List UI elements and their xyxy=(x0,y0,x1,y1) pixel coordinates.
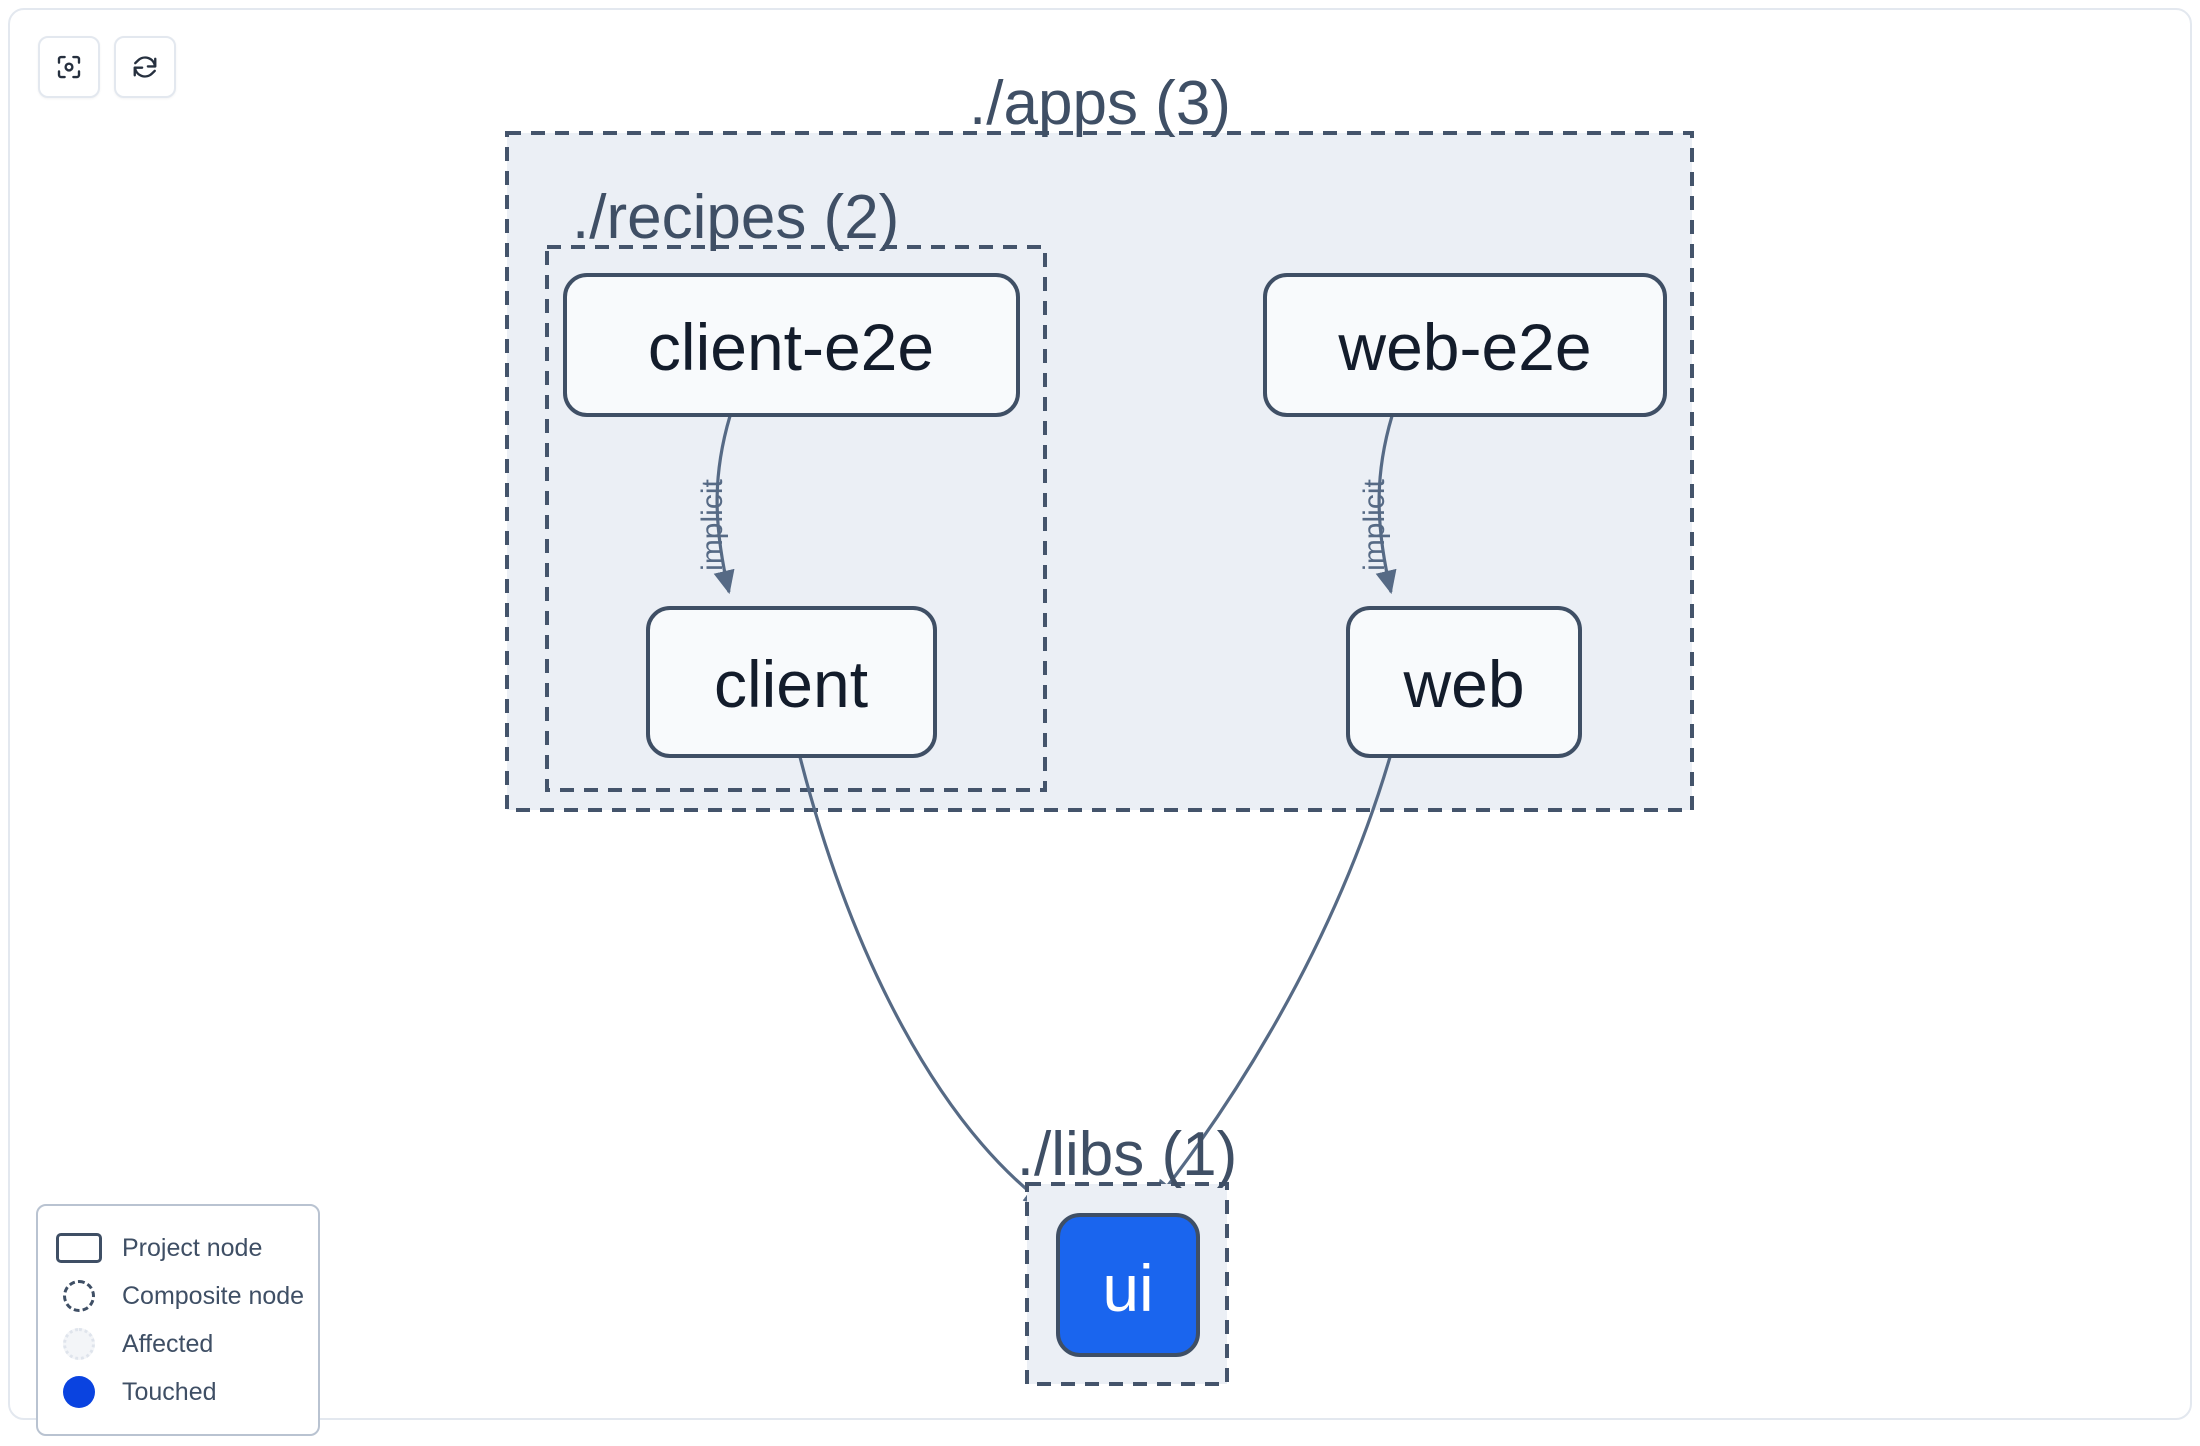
node-web-e2e[interactable]: web-e2e xyxy=(1263,273,1667,417)
edge-path xyxy=(1153,756,1392,1204)
node-rect[interactable] xyxy=(1263,273,1667,417)
node-label: client-e2e xyxy=(648,310,934,384)
touched-swatch xyxy=(56,1375,102,1409)
node-rect[interactable] xyxy=(563,273,1020,417)
legend-label: Composite node xyxy=(122,1281,305,1310)
node-rect[interactable] xyxy=(1056,1213,1200,1357)
graph-legend: Project node Composite node Affected Tou… xyxy=(36,1204,320,1436)
node-web[interactable]: web xyxy=(1346,606,1582,758)
node-label: web xyxy=(1402,647,1524,721)
node-client-e2e[interactable]: client-e2e xyxy=(563,273,1020,417)
legend-item-composite-node: Composite node xyxy=(56,1272,304,1320)
composite-node-swatch xyxy=(56,1279,102,1313)
focus-graph-button[interactable] xyxy=(38,36,100,98)
refresh-graph-button[interactable] xyxy=(114,36,176,98)
node-label: ui xyxy=(1102,1251,1153,1325)
edge-web-to-ui[interactable] xyxy=(1153,756,1392,1204)
node-rect[interactable] xyxy=(646,606,937,758)
edge-client-e2e-to-client[interactable]: implicit xyxy=(696,415,735,595)
node-label: web-e2e xyxy=(1337,310,1591,384)
node-ui[interactable]: ui xyxy=(1056,1213,1200,1357)
legend-label: Affected xyxy=(122,1329,214,1358)
edge-label-implicit: implicit xyxy=(696,479,729,571)
group-recipes-label: ./recipes (2) xyxy=(572,183,899,252)
node-rect[interactable] xyxy=(1346,606,1582,758)
project-node-swatch xyxy=(56,1231,102,1265)
edge-path xyxy=(713,415,735,595)
edge-path xyxy=(798,756,1048,1207)
edge-web-e2e-to-web[interactable]: implicit xyxy=(1358,415,1397,595)
group-apps-label: ./apps (3) xyxy=(969,69,1231,138)
legend-label: Touched xyxy=(122,1377,217,1406)
legend-item-touched: Touched xyxy=(56,1368,298,1416)
legend-item-project-node: Project node xyxy=(56,1224,298,1272)
legend-item-affected: Affected xyxy=(56,1320,298,1368)
edge-path xyxy=(1375,415,1397,595)
edge-label-implicit: implicit xyxy=(1358,479,1391,571)
affected-swatch xyxy=(56,1327,102,1361)
refresh-icon xyxy=(130,52,160,82)
group-libs-label: ./libs (1) xyxy=(1017,1120,1237,1189)
legend-label: Project node xyxy=(122,1233,263,1262)
graph-toolbar[interactable] xyxy=(38,36,176,98)
node-client[interactable]: client xyxy=(646,606,937,758)
node-label: client xyxy=(714,647,868,721)
edge-client-to-ui[interactable] xyxy=(798,756,1048,1207)
focus-icon xyxy=(54,52,84,82)
